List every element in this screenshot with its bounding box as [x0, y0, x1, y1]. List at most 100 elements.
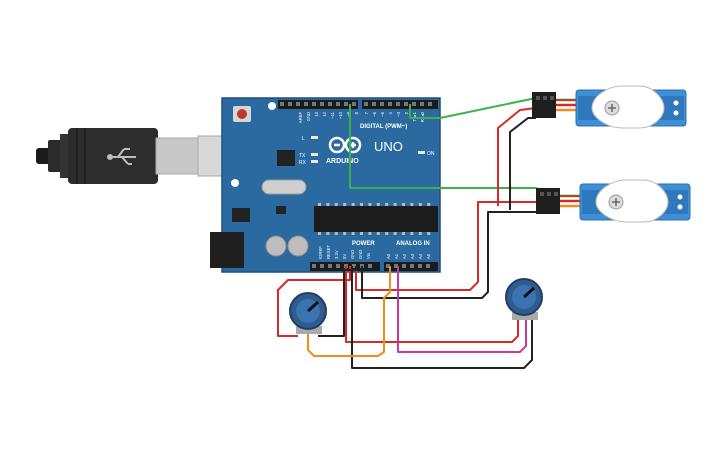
header-pin[interactable] [320, 264, 324, 268]
chip-pin [393, 232, 397, 235]
chip-pin [385, 203, 389, 206]
pin-label: ~3 [396, 111, 401, 116]
usb-cable[interactable] [36, 128, 225, 184]
pin-label: 5V [342, 254, 347, 259]
chip-pin [427, 203, 431, 206]
header-pin[interactable] [328, 102, 332, 106]
svg-text:RX: RX [299, 160, 307, 166]
power-wire-pot-right[interactable] [355, 201, 536, 291]
header-pin[interactable] [312, 102, 316, 106]
regulator-chip [232, 208, 250, 222]
pin-label: GND [350, 250, 355, 259]
arduino-logo-icon [328, 136, 362, 154]
chip-pin [334, 232, 338, 235]
pin-label: 7 [364, 111, 369, 114]
ground-wire-servo-top[interactable] [509, 117, 536, 210]
header-pin[interactable] [380, 102, 384, 106]
power-wire-5v[interactable] [277, 266, 351, 337]
pin-label: 3.3V [334, 250, 339, 259]
analog-wire-a0[interactable] [307, 266, 391, 357]
pin-label: 13 [314, 111, 319, 116]
header-pin[interactable] [288, 102, 292, 106]
chip-pin [376, 232, 380, 235]
header-pin[interactable] [352, 264, 356, 268]
header-pin[interactable] [426, 264, 430, 268]
chip-pin [351, 232, 355, 235]
pin-label: ~6 [372, 111, 377, 116]
pin-label: GND [306, 112, 311, 121]
pin-label: 4 [388, 111, 393, 114]
capacitor [265, 235, 287, 257]
header-pin[interactable] [372, 102, 376, 106]
svg-text:L: L [302, 136, 305, 142]
pin-label: 12 [322, 111, 327, 116]
chip-pin [343, 232, 347, 235]
led-on [418, 151, 425, 154]
digital-header-left [278, 100, 358, 109]
header-pin[interactable] [428, 102, 432, 106]
power-wire-pot-right-vcc[interactable] [345, 266, 519, 343]
header-pin[interactable] [388, 102, 392, 106]
header-pin[interactable] [336, 264, 340, 268]
knob-indicator [522, 286, 536, 299]
header-pin[interactable] [402, 264, 406, 268]
svg-text:TX: TX [299, 153, 306, 159]
header-pin[interactable] [396, 102, 400, 106]
ground-wire-pot-right[interactable] [351, 266, 533, 369]
servo-motor-top[interactable] [532, 85, 687, 129]
pin-label: A4 [418, 253, 423, 259]
chip-pin [368, 203, 372, 206]
atmega-chip-pins [318, 203, 431, 235]
pin-label: AREF [298, 112, 303, 124]
header-pin[interactable] [412, 102, 416, 106]
servo-motor-bottom[interactable] [536, 179, 691, 223]
header-pin[interactable] [320, 102, 324, 106]
header-pin[interactable] [312, 264, 316, 268]
power-jack [210, 232, 244, 268]
power-wire-servo-top[interactable] [497, 107, 537, 206]
chip-pin [368, 232, 372, 235]
usb-cable-strain-relief [48, 140, 62, 172]
header-pin[interactable] [296, 102, 300, 106]
analog-wire-a1[interactable] [397, 266, 527, 353]
header-pin[interactable] [352, 102, 356, 106]
header-pin[interactable] [368, 264, 372, 268]
pin-label: TX▸1 [412, 111, 417, 121]
chip-pin [326, 232, 330, 235]
led-tx [311, 153, 318, 156]
potentiometer-right[interactable] [505, 278, 543, 320]
chip-pin [360, 203, 363, 206]
mounting-hole [268, 102, 276, 110]
header-pin[interactable] [410, 264, 414, 268]
chip-pin [351, 203, 355, 206]
led-rx [311, 160, 318, 163]
servo-horn [591, 85, 665, 129]
usb-cable-strain-tip [36, 148, 50, 164]
ground-wire-pot-left[interactable] [318, 266, 357, 337]
chip-pin [427, 232, 431, 235]
header-pin[interactable] [304, 102, 308, 106]
header-pin[interactable] [420, 102, 424, 106]
chip-pin [393, 203, 397, 206]
digital-label: DIGITAL (PWM~) [360, 124, 407, 130]
header-pin[interactable] [364, 102, 368, 106]
power-label: POWER [352, 241, 375, 247]
potentiometer-left[interactable] [289, 292, 327, 334]
pin-label: 2 [404, 111, 409, 114]
ground-wire-servo[interactable] [361, 211, 536, 299]
analog-label: ANALOG IN [396, 241, 430, 247]
pin-label: A2 [402, 253, 407, 259]
header-pin[interactable] [328, 264, 332, 268]
led-l [311, 136, 318, 139]
pin-label: RESET [326, 245, 331, 259]
header-pin[interactable] [280, 102, 284, 106]
header-pin[interactable] [418, 264, 422, 268]
header-pin[interactable] [336, 102, 340, 106]
header-pin[interactable] [404, 102, 408, 106]
header-pin[interactable] [386, 264, 390, 268]
header-pin[interactable] [394, 264, 398, 268]
header-pin[interactable] [344, 102, 348, 106]
